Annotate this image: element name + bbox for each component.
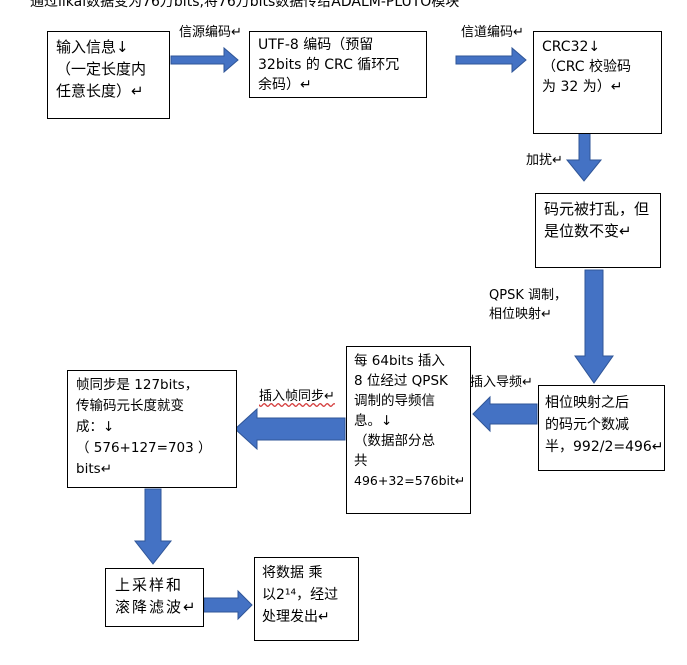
box-phase-map-line: 的码元个数减 [545, 417, 629, 433]
box-phase-map-line: 半，992/2=496↵ [545, 439, 664, 455]
box-frame-sync: 帧同步是 127bits， 传输码元长度就变 成：↓ （ 576+127=703… [67, 370, 237, 488]
box-input-info-line: （一定长度内 [56, 60, 147, 78]
top-cut-text: 通过likal数据变为76万bits,将76万bits数据传给ADALM-PLU… [30, 0, 460, 10]
box-utf8-encoding: UTF-8 编码（预留 32bits 的 CRC 循环冗 余码）↵ [249, 31, 427, 98]
box-pilot-line: 496+32=576bit↵ [354, 473, 466, 488]
box-scale-line: 以2¹⁴，经过 [262, 587, 339, 603]
box-crc32-line: （CRC 校验码 [542, 59, 632, 75]
arrow-right-source-coding [170, 46, 239, 74]
arrow-left-insert-pilot [472, 395, 538, 433]
box-upsample-filter: 上采样和 滚降滤波↵ [105, 568, 204, 627]
box-input-info-line: 任意长度）↵ [56, 82, 144, 100]
box-scrambled: 码元被打乱，但 是位数不变↵ [535, 193, 661, 268]
box-crc32: CRC32↓ （CRC 校验码 为 32 为）↵ [533, 31, 662, 134]
box-input-info: 输入信息↓ （一定长度内 任意长度）↵ [47, 31, 170, 119]
box-phase-map: 相位映射之后 的码元个数减 半，992/2=496↵ [538, 385, 665, 471]
box-scrambled-line: 码元被打乱，但 [544, 200, 650, 218]
box-frame-sync-line: 传输码元长度就变 [76, 398, 184, 414]
box-frame-sync-line: bits↵ [76, 461, 112, 477]
arrow-down-qpsk [574, 269, 614, 384]
box-upsample-line: 上采样和 [115, 576, 184, 594]
box-input-info-line: 输入信息↓ [56, 38, 129, 56]
label-insert-frame-sync: 插入帧同步↵ [259, 389, 335, 404]
box-frame-sync-line: 成：↓ [76, 419, 115, 435]
box-pilot-line: 共 [354, 453, 368, 469]
box-crc32-line: CRC32↓ [542, 39, 601, 55]
arrow-right-upsample-to-scale [203, 589, 253, 621]
box-pilot-line: 8 位经过 QPSK [354, 373, 448, 389]
box-utf8-line: 余码）↵ [258, 77, 312, 93]
box-frame-sync-line: （ 576+127=703 ） [76, 440, 212, 456]
box-utf8-line: UTF-8 编码（预留 [258, 37, 374, 53]
box-utf8-line: 32bits 的 CRC 循环冗 [258, 57, 400, 73]
box-crc32-line: 为 32 为）↵ [542, 79, 623, 95]
box-pilot-insert: 每 64bits 插入 8 位经过 QPSK 调制的导频信 息。↓ （数据部分总… [346, 346, 471, 514]
box-pilot-line: 息。↓ [354, 413, 393, 429]
box-frame-sync-line: 帧同步是 127bits， [76, 377, 199, 393]
arrow-down-scramble [565, 132, 603, 182]
label-qpsk-line2: 相位映射↵ [489, 307, 552, 322]
box-scale-line: 将数据 乘 [262, 565, 323, 581]
box-scrambled-line: 是位数不变↵ [544, 222, 632, 240]
label-source-coding: 信源编码↵ [179, 25, 242, 40]
label-scramble: 加扰↵ [526, 153, 563, 168]
label-insert-pilot: 插入导频↵ [470, 375, 533, 390]
label-channel-coding: 信道编码↵ [461, 25, 524, 40]
box-pilot-line: （数据部分总 [354, 433, 435, 449]
box-scale-line: 处理发出↵ [262, 609, 330, 625]
arrow-right-channel-coding [455, 46, 527, 74]
arrow-down-frame-to-upsample [133, 488, 173, 565]
label-qpsk-line1: QPSK 调制， [489, 288, 567, 303]
box-scale-send: 将数据 乘 以2¹⁴，经过 处理发出↵ [254, 557, 359, 641]
box-phase-map-line: 相位映射之后 [545, 395, 629, 411]
box-upsample-line: 滚降滤波↵ [115, 598, 198, 616]
box-pilot-line: 每 64bits 插入 [354, 353, 445, 369]
box-pilot-line: 调制的导频信 [354, 393, 435, 409]
arrow-left-insert-frame-sync [234, 407, 346, 451]
